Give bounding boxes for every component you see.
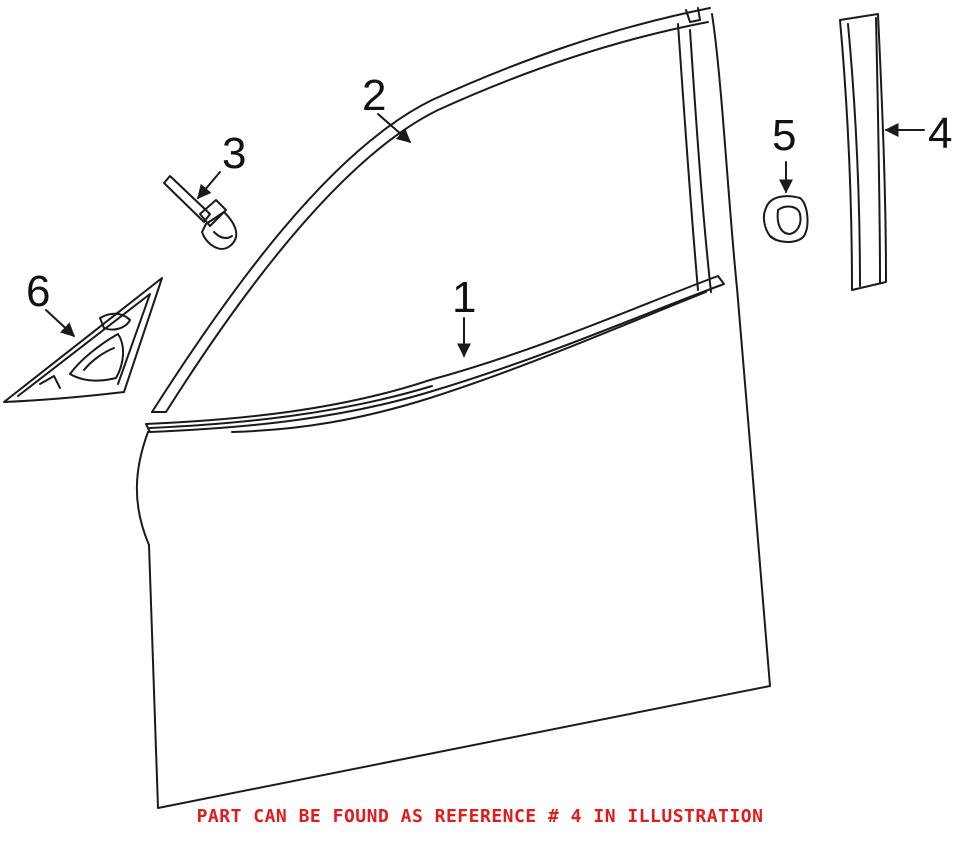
part-3-retainer-clip: [163, 175, 238, 250]
part-4-pillar-garnish: [839, 13, 887, 291]
callout-3: 3: [222, 129, 246, 178]
part-1-belt-weatherstrip: [145, 275, 725, 433]
callout-labels: 1 2 3 4 5 6: [26, 71, 952, 322]
leader-arrow-6: [45, 309, 76, 337]
leader-arrow-2: [377, 113, 412, 143]
callout-4: 4: [928, 109, 952, 158]
callout-5: 5: [772, 111, 796, 160]
part-2-frame-moulding: [151, 7, 711, 413]
callout-2: 2: [362, 71, 386, 120]
door-panel-outline: [135, 13, 771, 809]
leader-arrows: [45, 113, 925, 358]
callout-1: 1: [452, 273, 476, 322]
part-6-corner-garnish: [3, 277, 163, 403]
callout-6: 6: [26, 267, 50, 316]
leader-arrow-3: [197, 171, 221, 200]
reference-note: PART CAN BE FOUND AS REFERENCE # 4 IN IL…: [196, 806, 764, 827]
part-5-clip: [762, 195, 809, 243]
